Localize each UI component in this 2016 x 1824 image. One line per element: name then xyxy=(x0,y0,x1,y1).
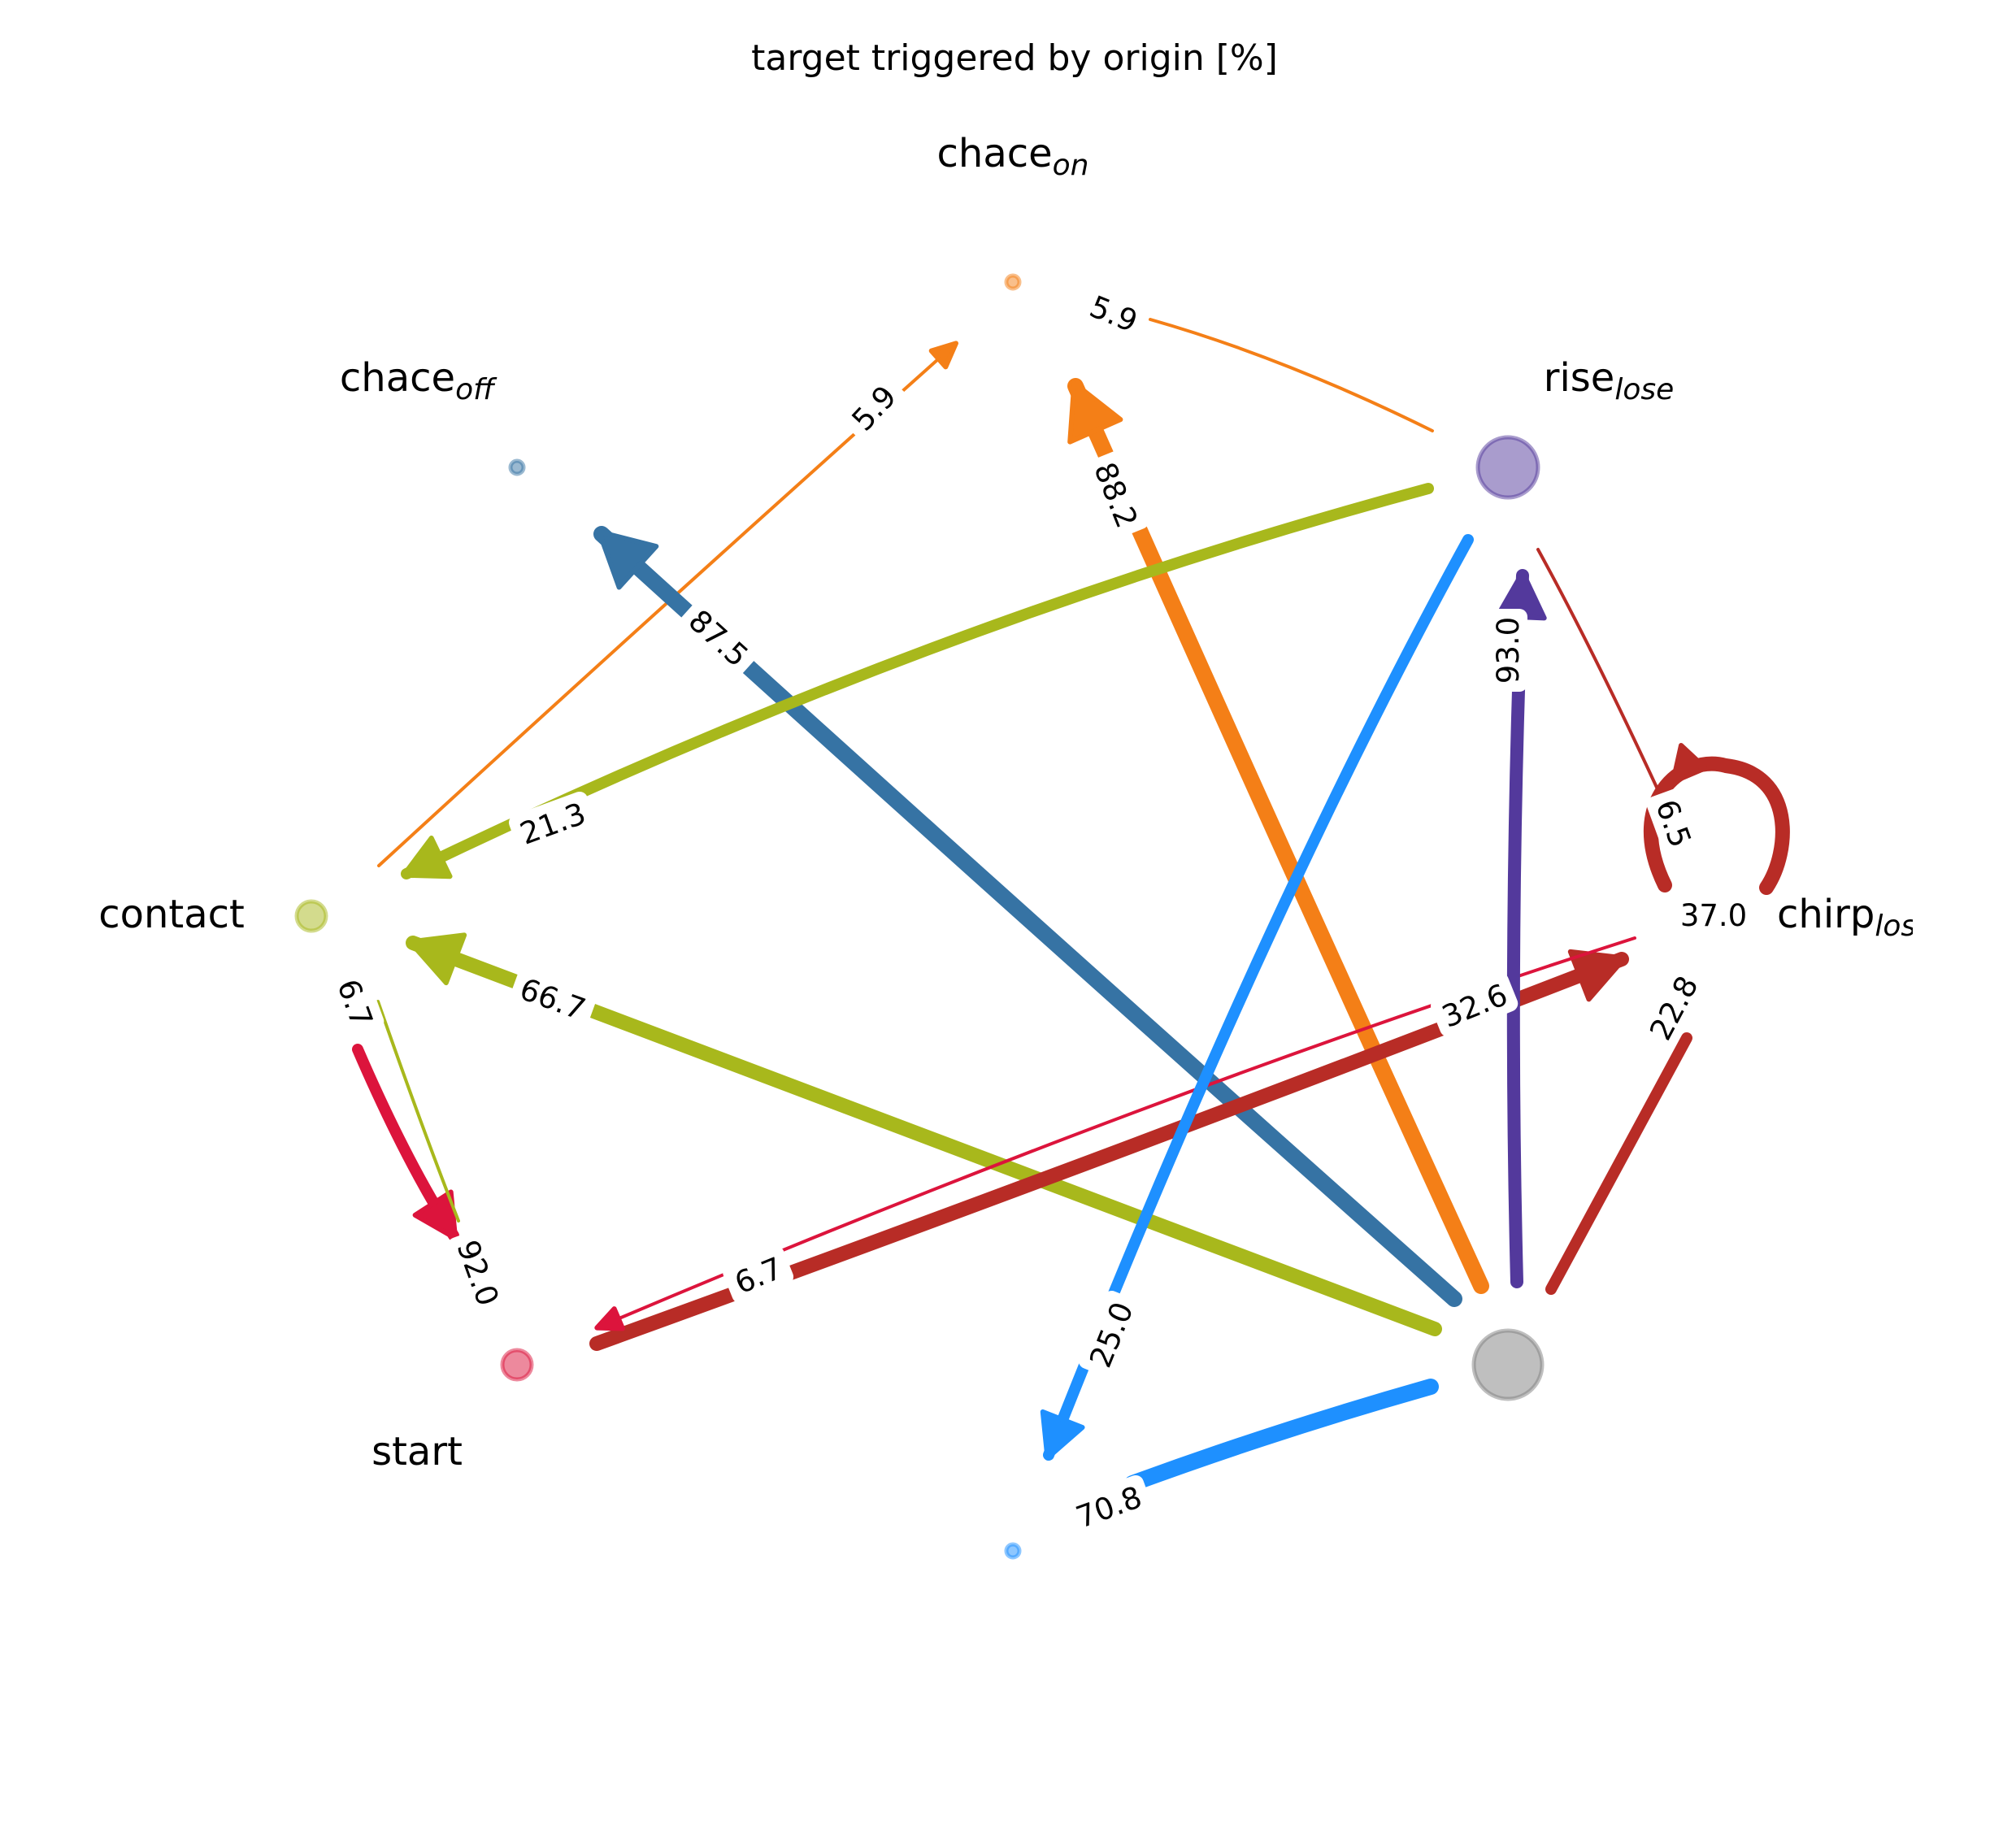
edge-label: 32.6 xyxy=(1430,972,1519,1037)
edge-label: 66.7 xyxy=(509,966,597,1030)
edge-label: 37.0 xyxy=(1672,894,1755,935)
node-label-main: chirp xyxy=(1777,892,1875,937)
edge-start-to-contact xyxy=(376,1000,460,1223)
edge-line xyxy=(376,1000,460,1223)
edge-label: 92.0 xyxy=(447,1229,511,1317)
edge-label-box xyxy=(1430,972,1519,1037)
node-label-subscript: lose xyxy=(1614,373,1674,406)
edge-unlabeled_gray-to-unlabeled_blue xyxy=(1124,1379,1439,1492)
edge-unlabeled_gray-to-chirp_lose xyxy=(1545,1032,1692,1295)
node-label-rise-lose: riselose xyxy=(1544,355,1675,406)
edge-arrowhead xyxy=(1040,1409,1085,1461)
node-rise-lose xyxy=(1475,435,1540,500)
node-unlabeled-gray xyxy=(1471,1328,1545,1401)
edge-label-box xyxy=(328,967,385,1038)
edge-label-box xyxy=(447,1229,511,1317)
node-label-main: chace xyxy=(937,131,1053,176)
node-unlabeled-blue xyxy=(1004,1542,1022,1560)
edge-arrowhead xyxy=(407,932,467,986)
edge-label-box xyxy=(723,1245,794,1304)
edge-label: 6.7 xyxy=(328,967,385,1038)
edge-label-box xyxy=(1672,894,1755,935)
edge-value: 93.0 xyxy=(1491,617,1526,684)
node-label-subscript: on xyxy=(1053,149,1089,182)
edge-arrowhead xyxy=(1067,380,1123,445)
node-start xyxy=(500,1348,534,1382)
edge-rise_lose-to-chirp_lose xyxy=(1536,548,1660,793)
edge-arrowhead xyxy=(928,341,958,370)
edge-label: 93.0 xyxy=(1487,609,1527,692)
edge-label-box xyxy=(1084,450,1149,539)
edge-label: 21.3 xyxy=(509,791,597,854)
edge-arrowhead xyxy=(1567,949,1627,1002)
edge-line xyxy=(1149,318,1434,432)
edge-label: 88.2 xyxy=(1084,450,1149,539)
edge-arrowhead xyxy=(401,836,453,879)
edge-label: 25.0 xyxy=(1078,1290,1143,1379)
edge-value: 37.0 xyxy=(1680,898,1747,933)
node-label-chace-off: chaceoff xyxy=(340,355,497,406)
edge-label: 5.9 xyxy=(1078,284,1149,342)
node-label-main: rise xyxy=(1544,355,1615,401)
node-label-start: start xyxy=(371,1429,463,1474)
node-label-subscript: off xyxy=(455,373,497,406)
node-label-main: contact xyxy=(98,892,245,937)
node-contact xyxy=(294,899,328,933)
edge-label-box xyxy=(1078,284,1149,342)
node-chace-on xyxy=(1004,273,1022,291)
edge-arrowhead xyxy=(1671,743,1708,784)
edge-label-box xyxy=(509,966,597,1030)
node-label-main: chace xyxy=(340,355,455,401)
node-label-subscript: lose xyxy=(1875,910,1934,943)
node-chace-off xyxy=(508,458,526,476)
edge-label-box xyxy=(509,791,597,854)
edge-label: 22.8 xyxy=(1638,964,1708,1051)
edge-arrowhead xyxy=(412,1189,458,1241)
node-label-main: start xyxy=(371,1429,463,1474)
edge-contact-to-start xyxy=(352,1044,459,1241)
node-label-chirp-lose: chirplose xyxy=(1777,892,1934,943)
node-label-contact: contact xyxy=(98,892,245,937)
edge-label-box xyxy=(1078,1290,1143,1379)
node-label-chace-on: chaceon xyxy=(937,131,1089,182)
edge-label-box xyxy=(1646,788,1703,858)
chart-title: target triggered by origin [%] xyxy=(751,37,1278,79)
edge-label-box xyxy=(1487,609,1527,692)
edge-line xyxy=(1545,1032,1692,1295)
edge-line xyxy=(1536,548,1660,793)
edge-rise_lose-to-chace_on xyxy=(1149,318,1434,432)
edge-label: 5.9 xyxy=(839,373,907,442)
edge-label: 70.8 xyxy=(1065,1474,1153,1538)
edge-label-box xyxy=(678,597,761,677)
edge-arrowhead xyxy=(594,1306,625,1331)
edge-label-box xyxy=(1065,1474,1153,1538)
edge-label-box xyxy=(839,373,907,442)
edge-arrowhead xyxy=(597,529,659,590)
edge-label-box xyxy=(1638,964,1708,1051)
edge-line xyxy=(1124,1379,1439,1492)
